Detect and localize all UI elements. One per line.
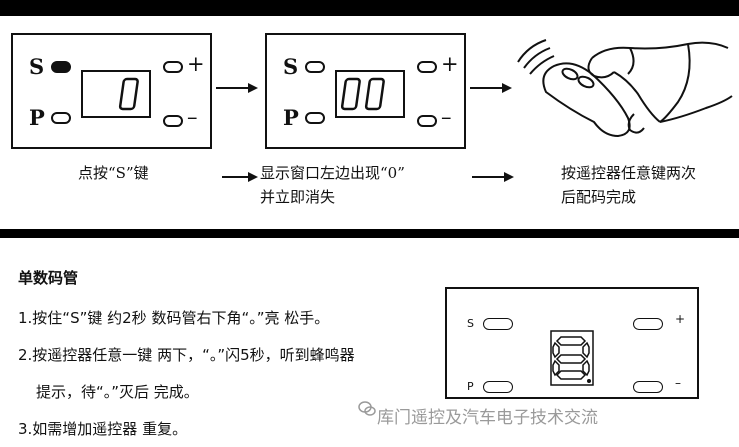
s-button[interactable] bbox=[483, 318, 513, 330]
minus-sign: – bbox=[187, 105, 198, 129]
minus-sign: – bbox=[441, 105, 452, 129]
instruction-line-1: 1.按住“S”键 约2秒 数码管右下角“。”亮 松手。 bbox=[18, 309, 330, 327]
s-label: S bbox=[29, 54, 45, 79]
p-label: P bbox=[467, 380, 474, 393]
caption-step3-line1: 按遥控器任意键两次 bbox=[561, 164, 697, 182]
divider-black-band bbox=[0, 229, 739, 238]
s-button[interactable] bbox=[305, 61, 325, 73]
hand-remote-icon bbox=[517, 39, 733, 138]
p-button[interactable] bbox=[51, 112, 71, 124]
minus-button[interactable] bbox=[417, 115, 437, 127]
caption-step2-line2: 并立即消失 bbox=[260, 188, 336, 206]
digit-display bbox=[335, 70, 405, 118]
plus-button[interactable] bbox=[163, 61, 183, 73]
wechat-icon bbox=[358, 401, 376, 416]
right-arrow-icon bbox=[216, 83, 258, 93]
digit-display bbox=[81, 70, 151, 118]
right-arrow-icon bbox=[472, 172, 514, 182]
seven-segment-icon bbox=[550, 330, 594, 386]
instruction-line-4: 3.如需增加遥控器 重复。 bbox=[18, 420, 188, 438]
right-arrow-icon bbox=[470, 83, 512, 93]
watermark-text: 库门遥控及汽车电子技术交流 bbox=[377, 408, 598, 428]
plus-button[interactable] bbox=[417, 61, 437, 73]
controller-panel-step1: S P + – bbox=[11, 33, 212, 149]
caption-step1: 点按“S”键 bbox=[78, 164, 149, 182]
p-button[interactable] bbox=[483, 381, 513, 393]
plus-sign: + bbox=[441, 52, 459, 76]
seven-segment-icon bbox=[340, 77, 385, 111]
caption-step3-line2: 后配码完成 bbox=[561, 188, 637, 206]
minus-button[interactable] bbox=[633, 381, 663, 393]
right-arrow-icon bbox=[222, 172, 258, 182]
s-label: S bbox=[283, 54, 299, 79]
minus-sign: – bbox=[675, 376, 681, 390]
instruction-line-3: 提示，待“。”灭后 完成。 bbox=[36, 383, 199, 401]
plus-sign: + bbox=[187, 52, 205, 76]
top-black-band bbox=[0, 0, 739, 16]
single-digit-controller-panel: S P + – bbox=[445, 287, 699, 399]
s-label: S bbox=[467, 317, 474, 330]
minus-button[interactable] bbox=[163, 115, 183, 127]
p-label: P bbox=[29, 105, 45, 130]
p-label: P bbox=[283, 105, 299, 130]
s-button[interactable] bbox=[51, 61, 71, 73]
controller-panel-step2: S P + – bbox=[265, 33, 466, 149]
section-heading: 单数码管 bbox=[18, 269, 79, 287]
plus-sign: + bbox=[675, 312, 686, 326]
p-button[interactable] bbox=[305, 112, 325, 124]
seven-segment-icon bbox=[118, 77, 139, 111]
plus-button[interactable] bbox=[633, 318, 663, 330]
caption-step2-line1: 显示窗口左边出现“0” bbox=[260, 164, 405, 182]
instruction-line-2: 2.按遥控器任意一键 两下，“。”闪5秒，听到蜂鸣器 bbox=[18, 346, 355, 364]
